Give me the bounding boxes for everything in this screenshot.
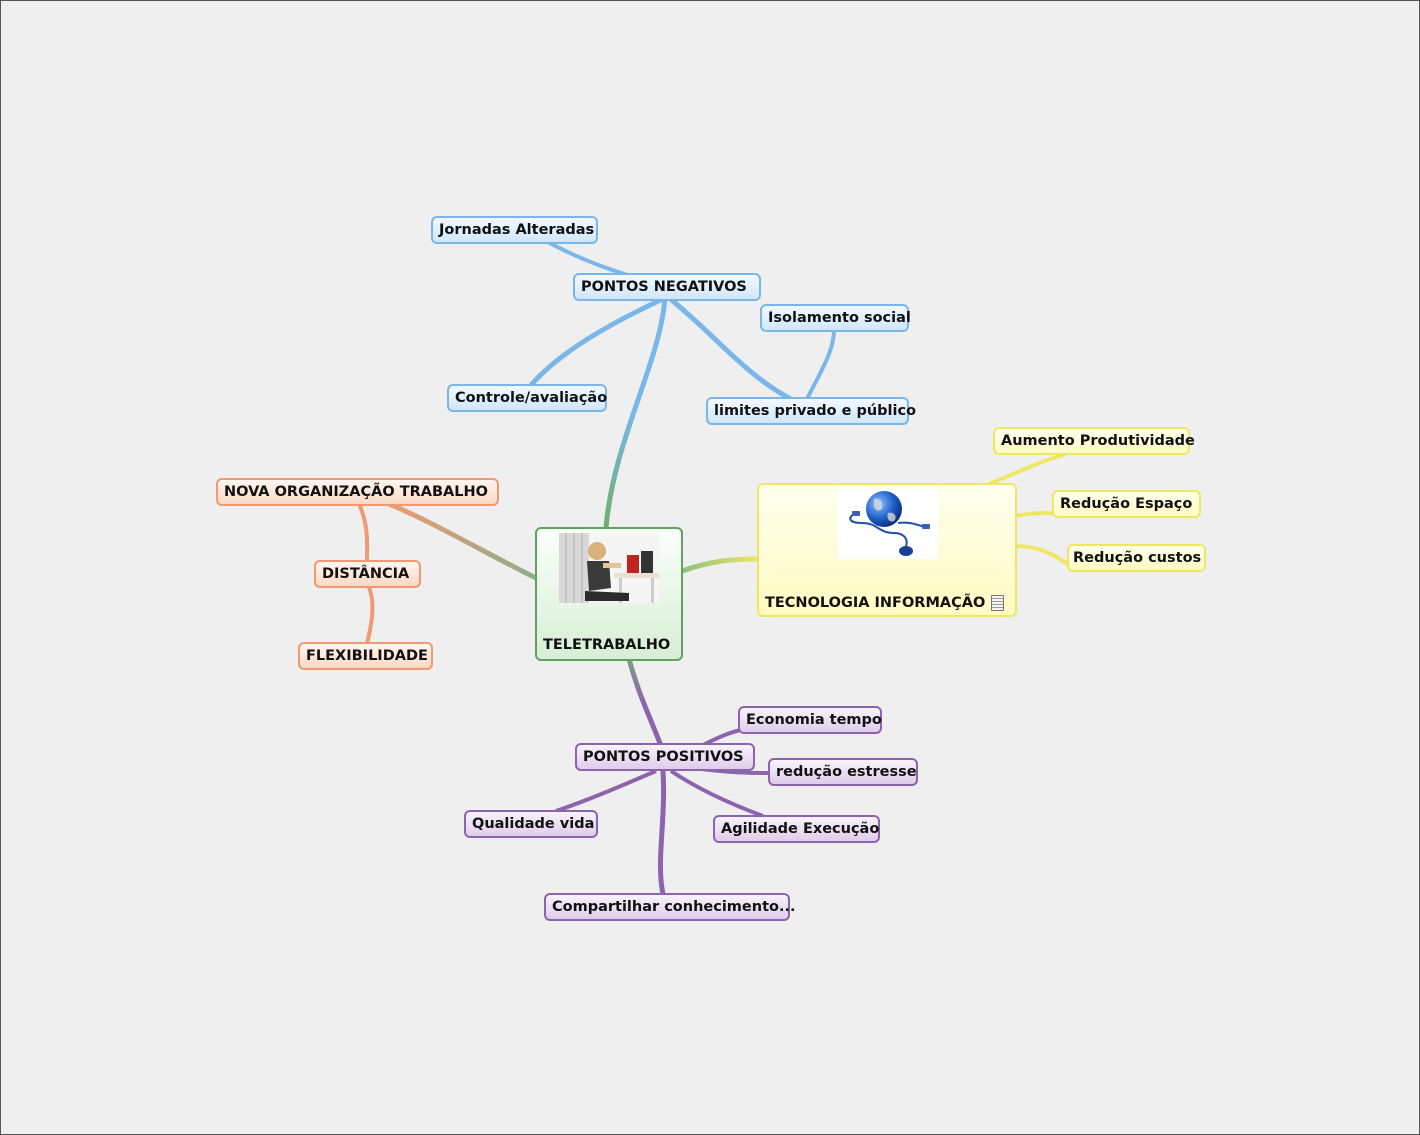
topic-agilidade-execucao[interactable]: Agilidade Execução	[713, 815, 880, 843]
topic-qualidade-vida[interactable]: Qualidade vida	[464, 810, 598, 838]
topic-label: limites privado e público	[714, 403, 917, 419]
branch-label: NOVA ORGANIZAÇÃO TRABALHO	[224, 484, 488, 500]
link-neg-limites	[667, 296, 793, 402]
topic-label: Isolamento social	[768, 310, 911, 326]
link-pos-agilidade	[669, 769, 764, 818]
topic-compartilhar-conhecimento[interactable]: Compartilhar conhecimento...	[544, 893, 796, 921]
topic-label: FLEXIBILIDADE	[306, 648, 428, 664]
link-tec-custos	[1014, 544, 1071, 567]
branch-pontos-negativos[interactable]: PONTOS NEGATIVOS	[573, 273, 761, 301]
link-central-negativos	[603, 296, 668, 529]
topic-label: redução estresse	[776, 764, 917, 780]
topic-limites-privado-publico[interactable]: limites privado e público	[706, 397, 916, 425]
link-dist-flex	[365, 586, 375, 645]
topic-label: DISTÂNCIA	[322, 566, 410, 582]
globe-network-icon	[838, 487, 938, 559]
topic-reducao-custos[interactable]: Redução custos	[1067, 544, 1206, 572]
branch-label: PONTOS POSITIVOS	[583, 749, 744, 765]
topic-label: Jornadas Alteradas	[439, 222, 595, 238]
branch-pontos-positivos[interactable]: PONTOS POSITIVOS	[575, 743, 755, 771]
topic-label: Redução Espaço	[1060, 496, 1193, 512]
link-central-tecnologia	[681, 556, 759, 574]
topic-aumento-produtividade[interactable]: Aumento Produtividade	[993, 427, 1195, 455]
topic-jornadas-alteradas[interactable]: Jornadas Alteradas	[431, 216, 598, 244]
person-at-desk-photo	[559, 533, 659, 603]
branch-label: PONTOS NEGATIVOS	[581, 279, 747, 295]
topic-label: Controle/avaliação	[455, 390, 608, 406]
link-neg-controle	[529, 295, 667, 387]
topic-distancia[interactable]: DISTÂNCIA	[314, 560, 421, 588]
link-tec-espaco	[1014, 511, 1054, 518]
branch-label: TECNOLOGIA INFORMAÇÃO	[765, 595, 986, 611]
topic-reducao-estresse[interactable]: redução estresse	[768, 758, 918, 786]
topic-label: Qualidade vida	[472, 816, 595, 832]
branch-tecnologia-informacao[interactable]: TECNOLOGIA INFORMAÇÃO	[757, 483, 1017, 617]
topic-isolamento-social[interactable]: Isolamento social	[760, 304, 911, 332]
link-pos-compartilhar	[657, 770, 667, 895]
topic-label: Compartilhar conhecimento...	[552, 899, 796, 915]
topic-economia-tempo[interactable]: Economia tempo	[738, 706, 882, 734]
topic-flexibilidade[interactable]: FLEXIBILIDADE	[298, 642, 433, 670]
link-central-organizacao	[388, 501, 538, 581]
topic-reducao-espaco[interactable]: Redução Espaço	[1052, 490, 1201, 518]
link-central-positivos	[626, 658, 664, 747]
topic-label: Aumento Produtividade	[1001, 433, 1195, 449]
link-pos-qualidade	[555, 769, 657, 813]
link-tec-aumento	[988, 452, 1067, 486]
topic-label: Economia tempo	[746, 712, 882, 728]
note-icon[interactable]	[991, 595, 1005, 611]
central-topic-label: TELETRABALHO	[543, 637, 671, 653]
link-limites-isolamento	[805, 329, 836, 400]
central-topic[interactable]: TELETRABALHO	[535, 527, 683, 661]
link-org-distancia	[357, 503, 370, 563]
topic-label: Agilidade Execução	[721, 821, 880, 837]
branch-nova-organizacao-trabalho[interactable]: NOVA ORGANIZAÇÃO TRABALHO	[216, 478, 499, 506]
topic-label: Redução custos	[1073, 550, 1202, 566]
topic-controle-avaliacao[interactable]: Controle/avaliação	[447, 384, 607, 412]
